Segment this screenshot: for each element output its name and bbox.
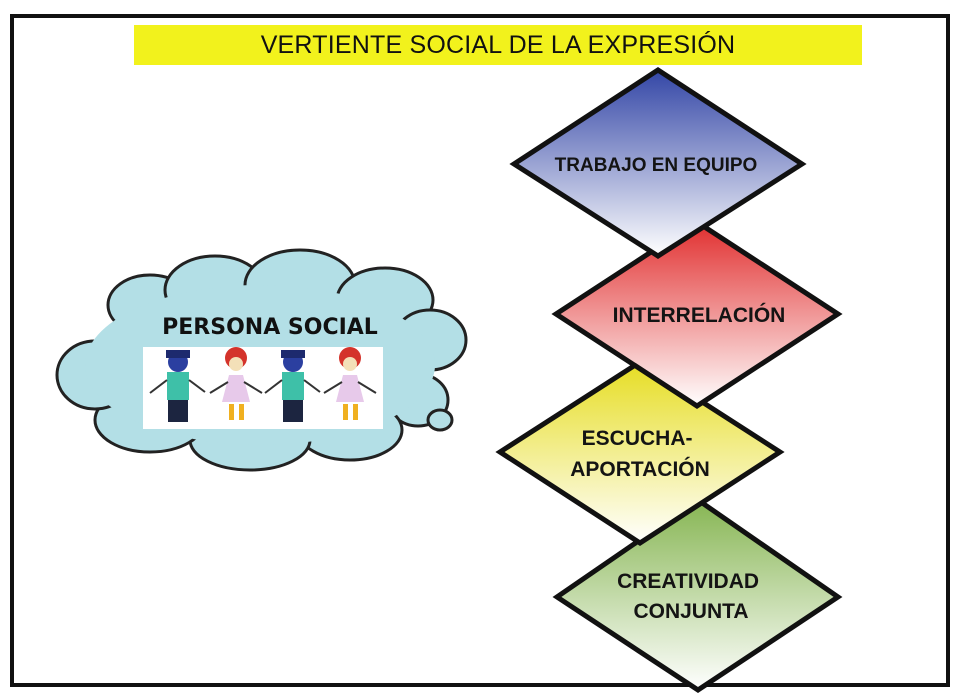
svg-text:CREATIVIDAD CONJUNTA: CREATIVIDAD CONJUNTA [617, 570, 765, 623]
step-diamond-creatividad: CREATIVIDAD CONJUNTA [552, 496, 843, 693]
children-holding-hands-illustration [149, 347, 377, 422]
girl-figure [209, 347, 263, 420]
svg-text:INTERRELACIÓN: INTERRELACIÓN [613, 303, 786, 327]
step-diamond-trabajo: TRABAJO EN EQUIPO [509, 67, 807, 259]
step-diamond-interrelacion: INTERRELACIÓN [551, 219, 843, 409]
step-3-line-2: APORTACIÓN [570, 457, 710, 481]
svg-text:TRABAJO EN EQUIPO: TRABAJO EN EQUIPO [555, 155, 758, 176]
cloud-label: PERSONA SOCIAL [162, 315, 378, 340]
title-band: VERTIENTE SOCIAL DE LA EXPRESIÓN [134, 25, 862, 65]
step-2-line-1: INTERRELACIÓN [613, 303, 786, 327]
girl-figure [323, 347, 377, 420]
step-4-line-2: CONJUNTA [633, 600, 748, 623]
step-diamond-escucha: ESCUCHA- APORTACIÓN [495, 359, 785, 546]
step-3-line-1: ESCUCHA- [582, 427, 693, 450]
persona-social-cloud [55, 248, 468, 472]
step-1-line-1: TRABAJO EN EQUIPO [555, 155, 758, 176]
step-4-line-1: CREATIVIDAD [617, 570, 759, 593]
boy-figure [149, 350, 206, 422]
boy-figure [264, 350, 321, 422]
slide-title: VERTIENTE SOCIAL DE LA EXPRESIÓN [260, 30, 736, 59]
svg-text:ESCUCHA- APORTACIÓN: ESCUCHA- APORTACIÓN [570, 427, 710, 481]
